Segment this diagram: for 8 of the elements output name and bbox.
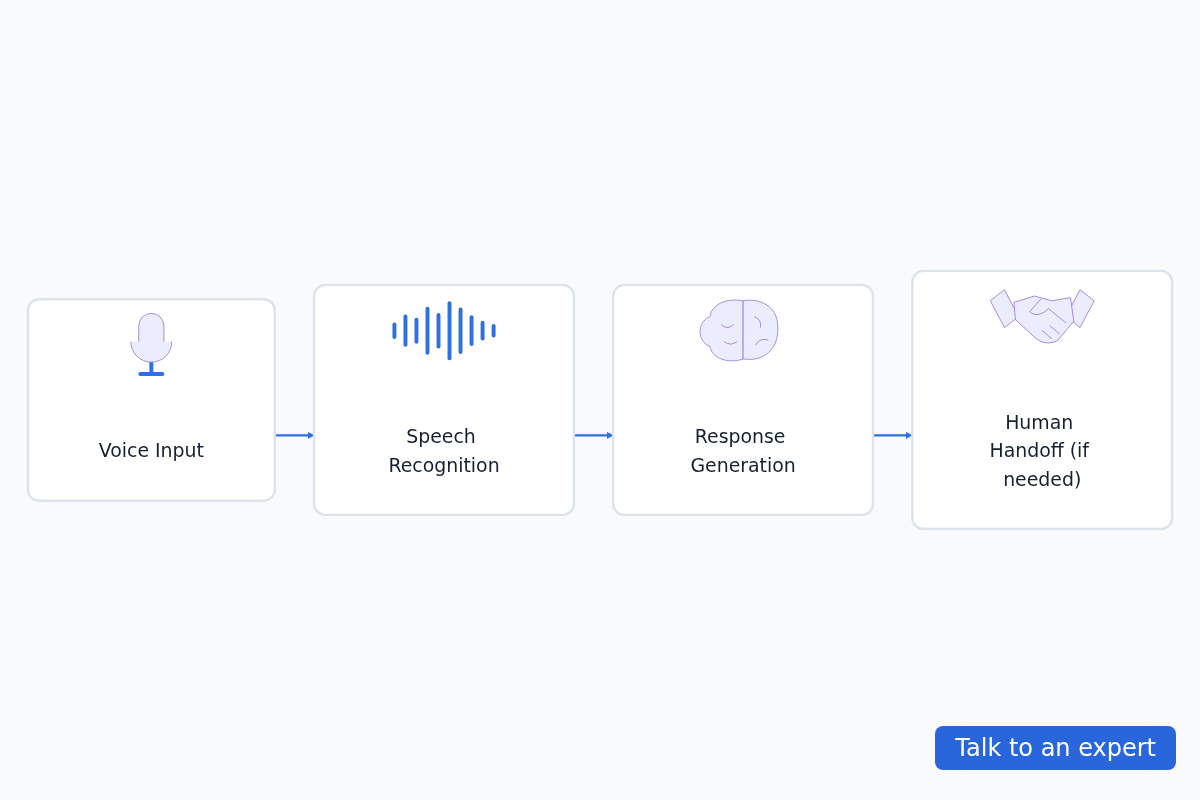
contact-button: Talk to an expert <box>935 726 1176 770</box>
step-label: Voice Input <box>98 439 204 465</box>
step-label: Speech Recognition <box>387 424 501 479</box>
step-label: Human Handoff (if needed) <box>988 410 1091 493</box>
arrow <box>573 431 614 439</box>
step-label: Response Generation <box>689 424 797 479</box>
arrow <box>873 431 913 439</box>
arrow <box>274 431 315 439</box>
